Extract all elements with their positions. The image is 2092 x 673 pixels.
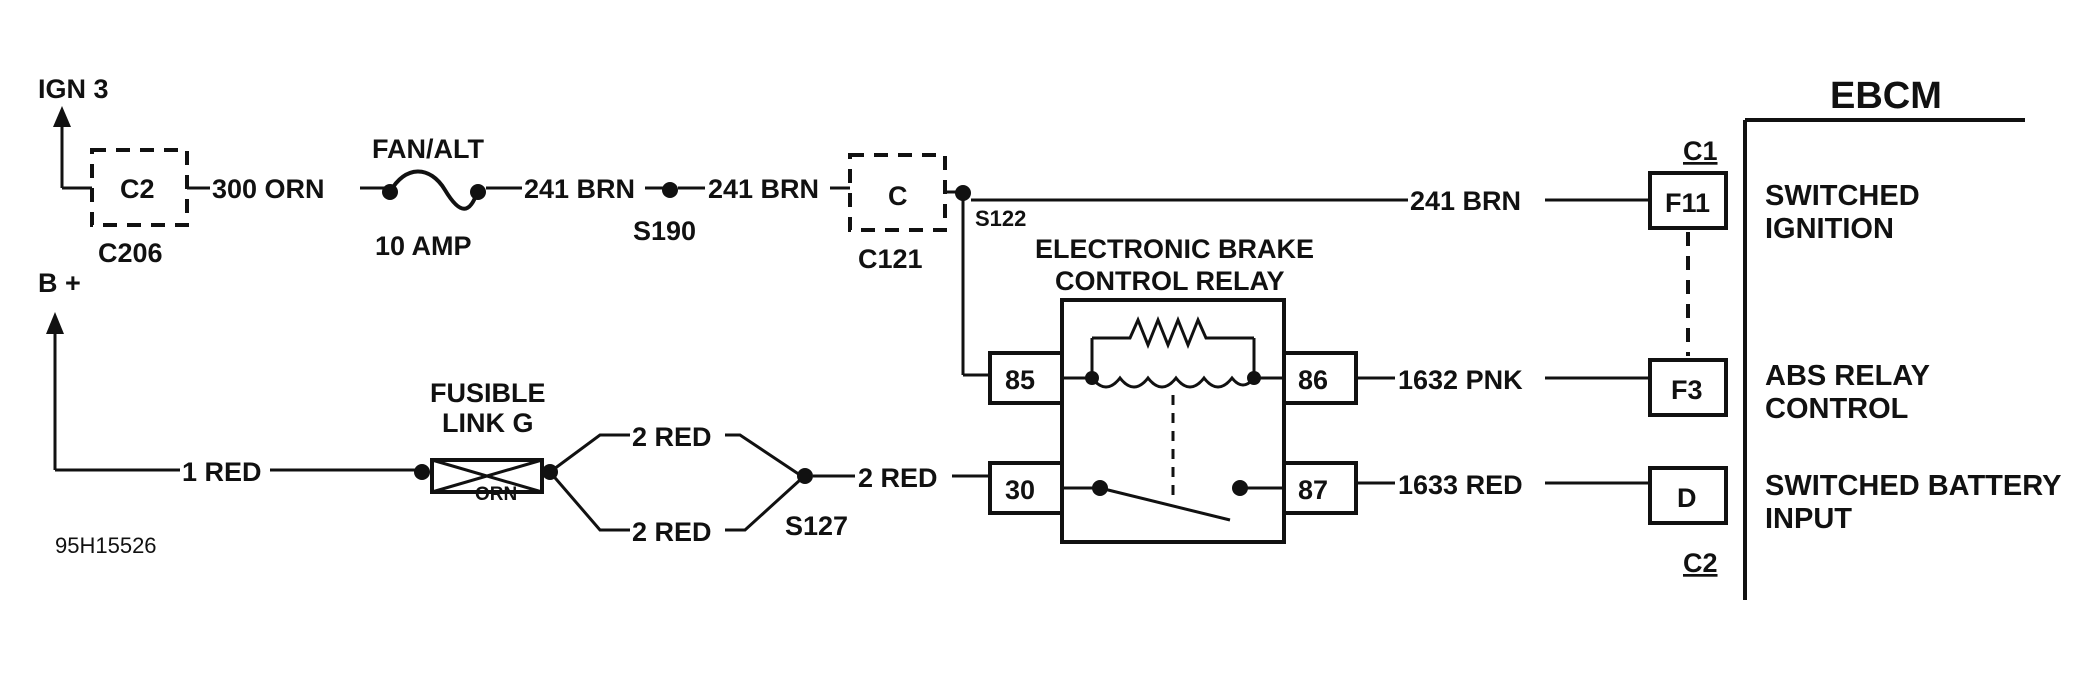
splice-s190-dot xyxy=(662,182,678,198)
ebcm-pin-f3-box xyxy=(1648,358,1728,417)
relay-pin-87: 87 xyxy=(1298,475,1328,505)
wire-1632-pnk: 1632 PNK xyxy=(1398,365,1523,395)
wire-2-red-out: 2 RED xyxy=(858,463,938,493)
ign3-label: IGN 3 xyxy=(38,74,109,104)
bplus-arrow-icon xyxy=(46,312,64,334)
relay-name-2: CONTROL RELAY xyxy=(1055,266,1285,296)
relay-switch-icon xyxy=(1062,480,1284,522)
fuse-icon xyxy=(388,169,480,211)
ebcm-connector-c1: C1 xyxy=(1683,136,1718,166)
splice-s127: S127 xyxy=(785,511,848,541)
ebcm-pin-f3: F3 xyxy=(1671,375,1703,405)
wire-241-brn-b: 241 BRN xyxy=(708,174,819,204)
ignition-circuit: IGN 3 C2 C206 300 ORN FAN/ALT 10 AMP 241… xyxy=(38,74,1650,377)
wire-300-orn: 300 ORN xyxy=(212,174,325,204)
battery-circuit: B + 1 RED FUSIBLE LINK G ORN 2 RED 2 RED… xyxy=(38,268,990,547)
fuse-rating: 10 AMP xyxy=(375,231,472,261)
wire-1633-red: 1633 RED xyxy=(1398,470,1523,500)
electronic-brake-control-relay: ELECTRONIC BRAKE CONTROL RELAY 85 86 30 … xyxy=(988,234,1650,544)
relay-housing xyxy=(1060,298,1286,544)
relay-pin-85: 85 xyxy=(1005,365,1035,395)
splice-s122: S122 xyxy=(975,206,1026,231)
wire-241-brn-a: 241 BRN xyxy=(524,174,635,204)
fuse-terminal-right xyxy=(470,184,486,200)
ign3-arrow-icon xyxy=(53,106,71,127)
label-switched-ignition-2: IGNITION xyxy=(1765,213,1894,245)
wire-241-brn-c: 241 BRN xyxy=(1410,186,1521,216)
fusible-link-name-1: FUSIBLE xyxy=(430,378,546,408)
bplus-label: B + xyxy=(38,268,81,298)
relay-name-1: ELECTRONIC BRAKE xyxy=(1035,234,1314,264)
relay-pin-30: 30 xyxy=(1005,475,1035,505)
splice-s190: S190 xyxy=(633,216,696,246)
relay-pin-86: 86 xyxy=(1298,365,1328,395)
figure-id: 95H15526 xyxy=(55,533,157,558)
ebcm-pin-d-box xyxy=(1648,466,1728,525)
label-switched-battery-1: SWITCHED BATTERY xyxy=(1765,470,2061,502)
wire-2-red-top: 2 RED xyxy=(632,422,712,452)
c121-label: C121 xyxy=(858,244,923,274)
relay-coil-icon xyxy=(1062,315,1284,389)
fusible-link-color: ORN xyxy=(475,484,517,505)
c206-label: C206 xyxy=(98,238,163,268)
label-switched-ignition-1: SWITCHED xyxy=(1765,180,1920,212)
fusible-link-name-2: LINK G xyxy=(442,408,534,438)
c121-pin: C xyxy=(888,181,908,211)
ebcm-connector-c2: C2 xyxy=(1683,548,1718,578)
c206-pin: C2 xyxy=(120,174,155,204)
ebcm-module: EBCM C1 C2 F11 F3 D SWITCHED IGNITION AB… xyxy=(1648,75,2061,600)
label-switched-battery-2: INPUT xyxy=(1765,503,1852,535)
fuse-name: FAN/ALT xyxy=(372,134,484,164)
ebcm-pin-f11: F11 xyxy=(1665,188,1710,218)
wire-2-red-bottom: 2 RED xyxy=(632,517,712,547)
splice-s127-dot xyxy=(797,468,813,484)
label-abs-relay-control-2: CONTROL xyxy=(1765,393,1908,425)
splice-s122-dot xyxy=(955,185,971,201)
ebcm-pin-d: D xyxy=(1677,483,1697,513)
label-abs-relay-control-1: ABS RELAY xyxy=(1765,360,1930,392)
ebcm-title: EBCM xyxy=(1830,75,1942,117)
wire-1-red: 1 RED xyxy=(182,457,262,487)
